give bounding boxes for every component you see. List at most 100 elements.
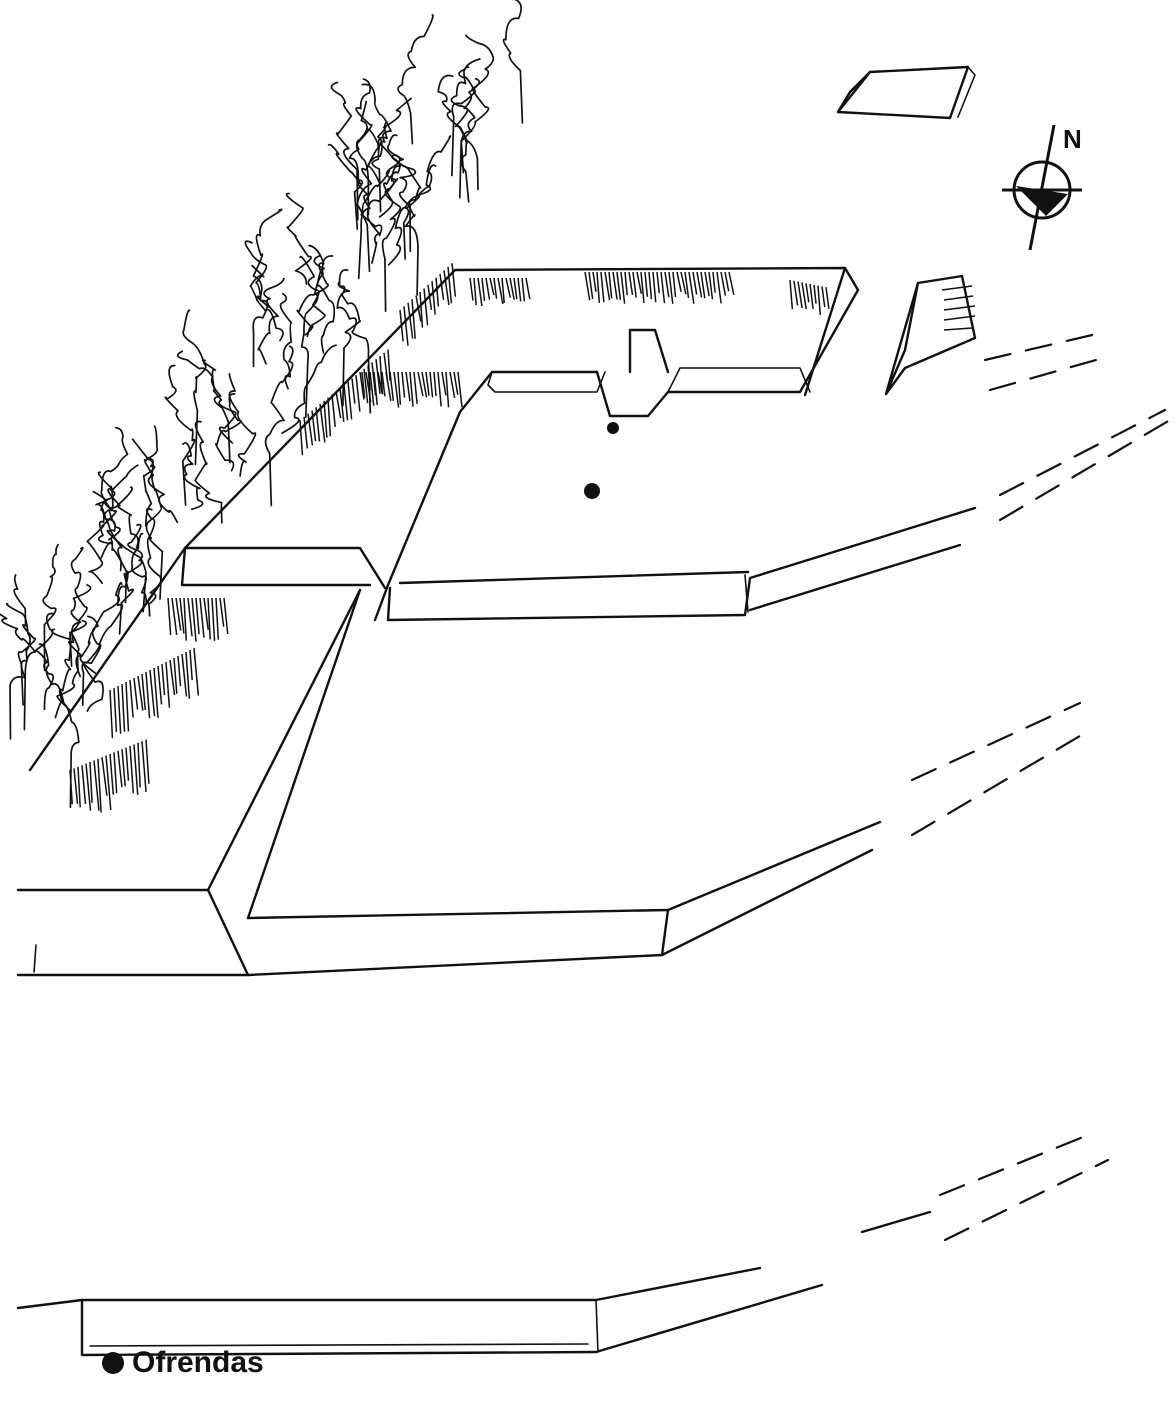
tree-scribble: [100, 426, 129, 512]
tree-trunk: [451, 115, 455, 177]
tree-scribble: [164, 364, 196, 463]
tree-scribble: [348, 100, 368, 193]
distant-platform: [836, 65, 976, 120]
tree-scribble: [330, 81, 358, 171]
vegetation-patch: [109, 647, 200, 739]
tree-scribble: [502, 0, 522, 72]
tree-scribble: [0, 613, 37, 673]
tree-trunk: [519, 69, 524, 124]
tree-trunk: [342, 347, 345, 407]
tree-scribble: [390, 154, 422, 249]
forest: [0, 0, 524, 809]
offering-dot-icon: [584, 483, 600, 499]
tree-scribble: [402, 135, 452, 224]
tree-scribble: [215, 393, 242, 472]
tree-scribble: [35, 612, 56, 711]
offering-dot-icon: [102, 1352, 124, 1374]
tree-trunk: [384, 257, 387, 313]
vegetation-patch: [789, 279, 830, 316]
tree-scribble: [300, 255, 334, 361]
lower-platform: [16, 546, 882, 977]
dashed-paths: [910, 330, 1172, 1242]
tree-scribble: [366, 165, 402, 264]
platform-vegetation: [69, 263, 830, 813]
vegetation-patch: [584, 271, 735, 304]
tree-scribble: [81, 570, 129, 674]
tree-scribble: [182, 309, 207, 412]
tree-scribble: [356, 120, 388, 226]
tree-scribble: [327, 143, 371, 232]
tree-scribble: [79, 582, 123, 674]
tree-trunk: [402, 221, 407, 260]
tree-scribble: [437, 74, 479, 160]
tree-scribble: [299, 255, 326, 336]
tree-scribble: [249, 264, 284, 342]
vegetation-patch: [399, 263, 457, 346]
legend-label: Ofrendas: [132, 1346, 264, 1379]
tree-scribble: [451, 34, 495, 118]
tree-scribble: [397, 14, 434, 115]
tree-scribble: [228, 372, 257, 477]
tree-trunk: [81, 671, 85, 707]
tree-scribble: [458, 58, 490, 143]
vegetation-patch: [469, 277, 531, 307]
tree-trunk: [464, 170, 470, 203]
tree-scribble: [69, 546, 88, 635]
tree-trunk: [409, 112, 414, 145]
tree-trunk: [124, 570, 128, 604]
small-mound: [884, 274, 977, 396]
tree-scribble: [42, 543, 59, 626]
tree-scribble: [285, 192, 312, 285]
tree-scribble: [313, 254, 336, 354]
north-arrow-icon: [1002, 124, 1082, 251]
tree-scribble: [120, 523, 144, 604]
tree-trunk: [194, 409, 199, 466]
tree-scribble: [182, 442, 204, 511]
tree-scribble: [361, 83, 392, 170]
tree-scribble: [95, 489, 123, 572]
tree-trunk: [416, 246, 419, 296]
vegetation-patch: [361, 371, 463, 408]
tree-scribble: [252, 208, 283, 308]
tree-scribble: [107, 464, 139, 549]
tree-scribble: [131, 438, 156, 527]
legend: Ofrendas: [102, 1346, 264, 1380]
tree-scribble: [5, 602, 31, 687]
tree-trunk: [458, 140, 463, 199]
tree-scribble: [86, 497, 117, 585]
tree-trunk: [118, 601, 123, 635]
tree-trunk: [366, 223, 371, 273]
tree-trunk: [357, 229, 363, 280]
tree-trunk: [353, 191, 359, 230]
tree-scribble: [56, 619, 87, 712]
north-label: N: [1063, 124, 1082, 154]
tree-trunk: [159, 550, 164, 600]
tree-scribble: [454, 77, 481, 173]
tree-scribble: [201, 359, 237, 444]
tree-trunk: [476, 157, 479, 191]
offerings: [584, 422, 619, 499]
tree-scribble: [176, 350, 230, 423]
tree-scribble: [336, 281, 370, 357]
tree-scribble: [143, 459, 164, 553]
tree-scribble: [387, 134, 417, 208]
tree-scribble: [50, 628, 72, 719]
tree-trunk: [356, 168, 359, 221]
tree-scribble: [381, 169, 402, 260]
tree-trunk: [227, 420, 231, 464]
tree-scribble: [13, 574, 37, 665]
tree-scribble: [244, 240, 269, 334]
tree-scribble: [145, 425, 179, 524]
tree-trunk: [304, 358, 309, 418]
tree-scribble: [97, 471, 128, 573]
tree-trunk: [181, 460, 187, 506]
offering-dot-icon: [607, 422, 619, 434]
tree-scribble: [194, 420, 223, 524]
tree-scribble: [145, 507, 162, 605]
tree-scribble: [257, 277, 285, 365]
bottom-wall: [16, 1210, 932, 1357]
tree-trunk: [378, 168, 382, 213]
tree-scribble: [279, 292, 293, 390]
tree-scribble: [355, 78, 373, 182]
